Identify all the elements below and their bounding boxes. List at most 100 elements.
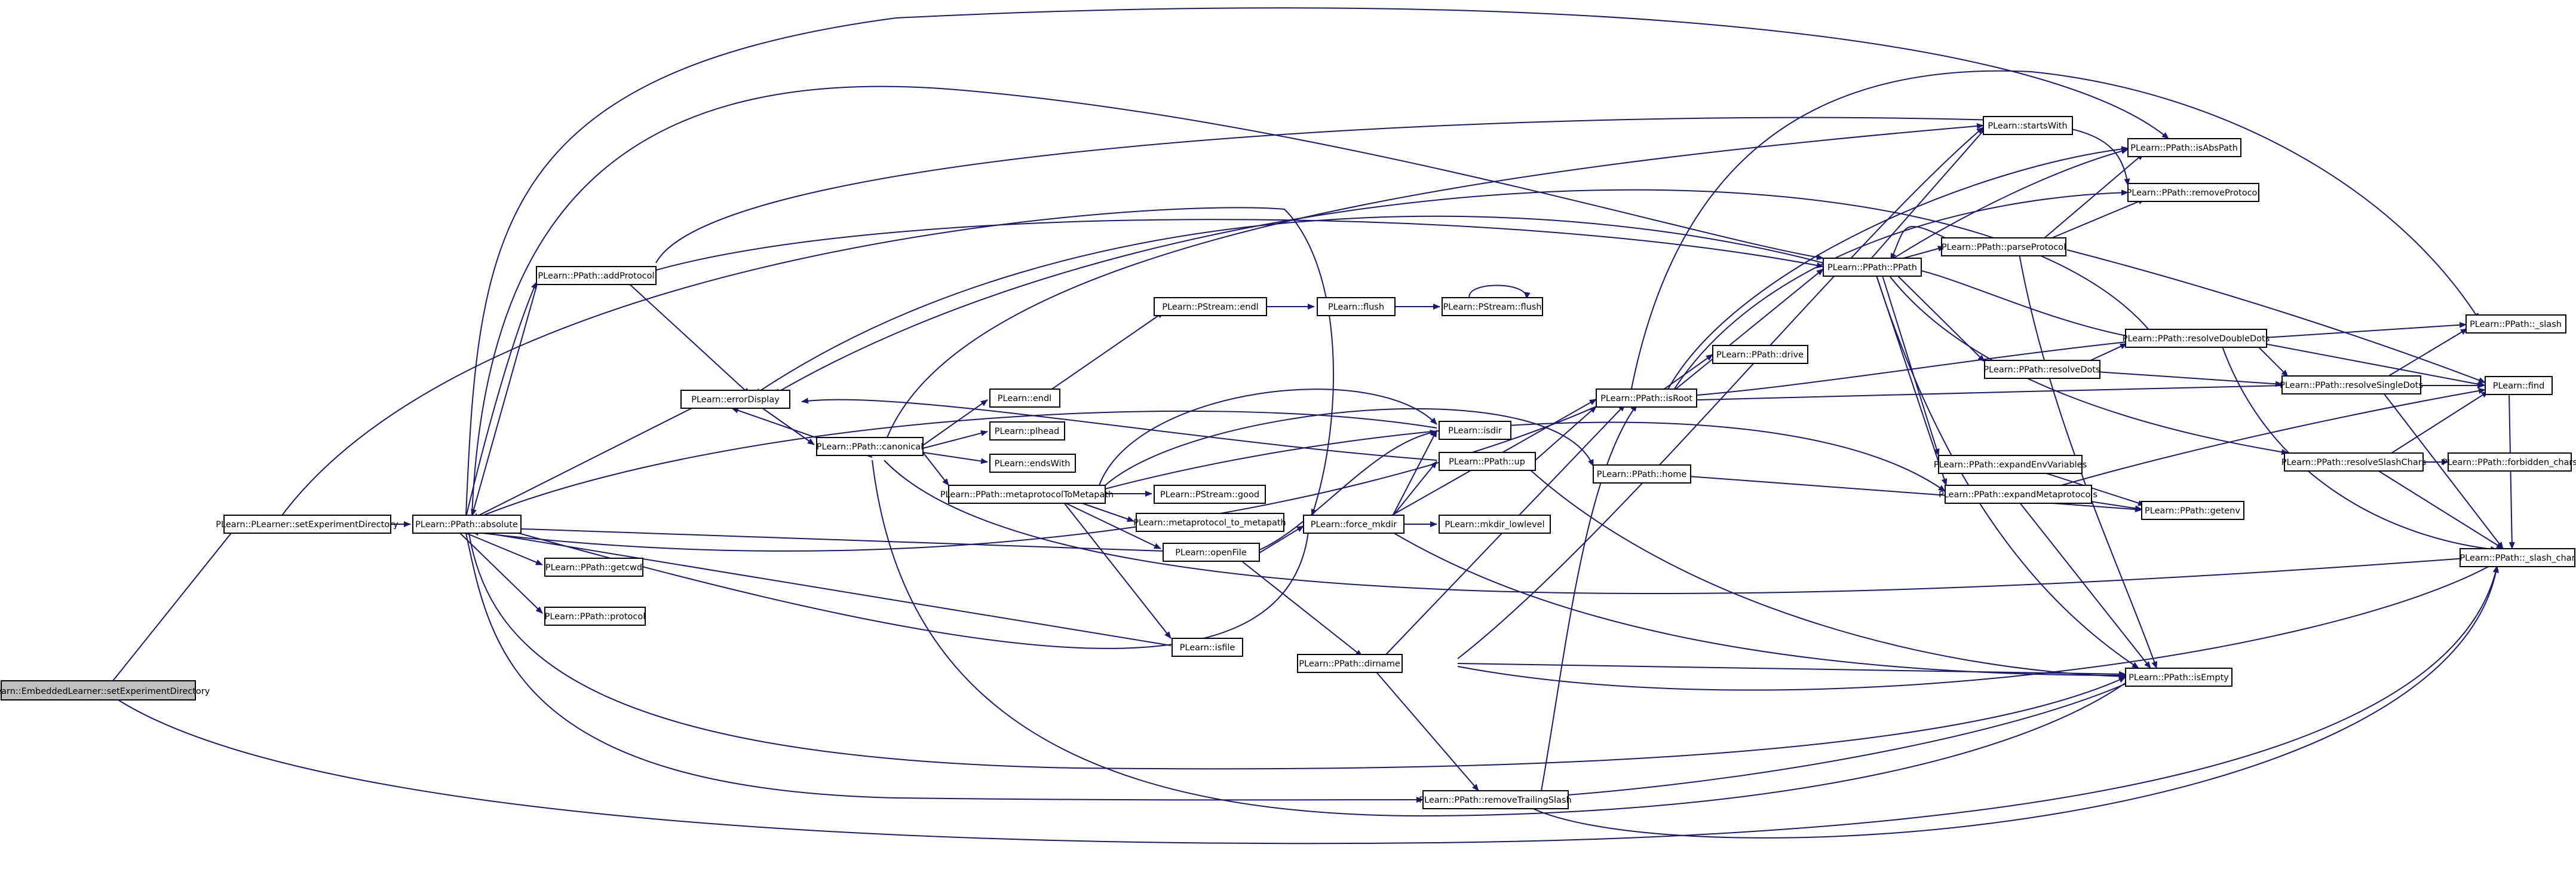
node-pstream-good[interactable]: PLearn::PStream::good <box>1154 485 1266 504</box>
node-ppath-resolveslashchars[interactable]: PLearn::PPath::resolveSlashChars <box>2281 452 2427 472</box>
svg-text:PLearn::metaprotocol_to_metapa: PLearn::metaprotocol_to_metapath <box>1133 518 1286 528</box>
svg-text:PLearn::PPath::dirname: PLearn::PPath::dirname <box>1299 659 1400 669</box>
node-find[interactable]: PLearn::find <box>2485 376 2553 395</box>
node-ppath-forbidden-chars[interactable]: PLearn::PPath::forbidden_chars <box>2442 452 2576 472</box>
edge-resolvedoubledots-to-ppath <box>1899 264 2127 337</box>
edge-canonical-to-plhead <box>922 430 988 449</box>
node-errordisplay[interactable]: PLearn::errorDisplay <box>680 390 790 409</box>
node-endl[interactable]: PLearn::endl <box>989 389 1060 408</box>
node-flush[interactable]: PLearn::flush <box>1317 297 1396 316</box>
node-mkdir-lowlevel[interactable]: PLearn::mkdir_lowlevel <box>1439 515 1551 534</box>
node-ppath-ppath[interactable]: PLearn::PPath::PPath <box>1823 258 1922 277</box>
svg-text:PLearn::plhead: PLearn::plhead <box>995 427 1059 436</box>
edge-setexp-to-force-mkdir <box>280 207 1335 518</box>
node-ppath-removeprotocol[interactable]: PLearn::PPath::removeProtocol <box>2127 183 2260 202</box>
edge-ppath-to-errordisplay <box>754 215 1824 395</box>
edge-parseprotocol-to-find <box>2066 249 2486 383</box>
edge-ppath-to-expandenv <box>1881 273 1940 456</box>
node-ppath-slash[interactable]: PLearn::PPath::_slash <box>2465 314 2566 334</box>
edge-openfile-to-dirname <box>1242 561 1363 657</box>
node-ppath-absolute[interactable]: PLearn::PPath::absolute <box>412 515 522 534</box>
node-ppath-resolvesingledots[interactable]: PLearn::PPath::resolveSingleDots <box>2280 375 2423 394</box>
edge-metaprotocol-to-isdir <box>1099 389 1437 486</box>
node-isfile[interactable]: PLearn::isfile <box>1172 638 1243 657</box>
edge-resolvedoubledots-to-slash <box>2264 322 2467 338</box>
edge-isfile-to-absolute <box>471 528 1172 646</box>
node-ppath-getenv[interactable]: PLearn::PPath::getenv <box>2141 501 2244 520</box>
node-ppath-slash-char[interactable]: PLearn::PPath::_slash_char <box>2460 548 2575 567</box>
edge-resolvedoubledots-to-resolvesingledots <box>2258 346 2289 377</box>
edge-root-to-slash-char <box>113 565 2499 845</box>
edge-addprotocol-to-absolute <box>471 282 538 516</box>
node-ppath-removetrailingslash[interactable]: PLearn::PPath::removeTrailingSlash <box>1419 790 1572 809</box>
node-ppath-metaprotocoltometapath[interactable]: PLearn::PPath::metaprotocolToMetapath <box>940 485 1114 504</box>
svg-text:PLearn::PPath::drive: PLearn::PPath::drive <box>1716 350 1804 360</box>
node-endswith[interactable]: PLearn::endsWith <box>989 454 1076 473</box>
node-ppath-isempty[interactable]: PLearn::PPath::isEmpty <box>2125 668 2232 687</box>
svg-text:PLearn::PPath::isEmpty: PLearn::PPath::isEmpty <box>2129 673 2229 683</box>
edge-openfile-to-absolute <box>471 524 1166 552</box>
svg-text:PLearn::startsWith: PLearn::startsWith <box>1988 121 2067 131</box>
svg-text:PLearn::PPath::resolveDots: PLearn::PPath::resolveDots <box>1983 365 2100 375</box>
edge-resolveslashchars-to-slash-char <box>2377 470 2504 549</box>
node-ppath-drive[interactable]: PLearn::PPath::drive <box>1712 345 1808 364</box>
node-plearner-setexperimentdirectory[interactable]: PLearn::PLearner::setExperimentDirectory <box>216 515 398 534</box>
node-startswith[interactable]: PLearn::startsWith <box>1983 116 2073 135</box>
edge-absolute-to-getcwd <box>465 533 543 565</box>
svg-text:PLearn::PPath::forbidden_chars: PLearn::PPath::forbidden_chars <box>2442 458 2576 467</box>
edge-ppath-to-isabspath <box>1890 148 2129 261</box>
edge-parseprotocol-to-removeprotocol <box>2048 198 2145 240</box>
node-ppath-addprotocol[interactable]: PLearn::PPath::addProtocol <box>536 266 657 285</box>
svg-text:PLearn::PStream::good: PLearn::PStream::good <box>1160 490 1259 500</box>
edge-addprotocol-to-ppath <box>655 219 1824 271</box>
node-ppath-up[interactable]: PLearn::PPath::up <box>1439 452 1536 471</box>
svg-text:PLearn::EmbeddedLearner::setEx: PLearn::EmbeddedLearner::setExperimentDi… <box>0 687 210 696</box>
svg-text:PLearn::errorDisplay: PLearn::errorDisplay <box>691 395 780 405</box>
function-nodes: PLearn::EmbeddedLearner::setExperimentDi… <box>0 116 2576 809</box>
node-ppath-resolvedots[interactable]: PLearn::PPath::resolveDots <box>1983 360 2100 379</box>
edge-expandmeta-to-isempty <box>2019 501 2151 669</box>
svg-text:PLearn::PPath::metaprotocolToM: PLearn::PPath::metaprotocolToMetapath <box>940 490 1114 500</box>
node-plhead[interactable]: PLearn::plhead <box>989 421 1065 440</box>
svg-text:PLearn::PPath::canonical: PLearn::PPath::canonical <box>817 442 923 452</box>
node-openfile[interactable]: PLearn::openFile <box>1163 543 1260 562</box>
node-isdir[interactable]: PLearn::isdir <box>1439 421 1511 440</box>
edge-canonical-to-isempty <box>872 460 2133 817</box>
edge-ppath-to-isempty <box>1875 273 2139 669</box>
edge-isroot-to-removeprotocol <box>1672 189 2129 392</box>
edge-absolute-to-addprotocol <box>465 282 537 518</box>
edge-removetrailingslash-to-slash-char <box>1529 565 2499 839</box>
edge-isroot-to-isabspath <box>1666 146 2129 392</box>
node-ppath-dirname[interactable]: PLearn::PPath::dirname <box>1297 654 1403 673</box>
edge-endl-to-pstream-endl <box>1048 311 1164 392</box>
node-force-mkdir[interactable]: PLearn::force_mkdir <box>1303 515 1404 534</box>
svg-text:PLearn::PPath::absolute: PLearn::PPath::absolute <box>415 520 518 530</box>
node-ppath-canonical[interactable]: PLearn::PPath::canonical <box>816 437 924 456</box>
svg-text:PLearn::PPath::expandEnvVariab: PLearn::PPath::expandEnvVariables <box>1934 460 2087 470</box>
edge-resolvedoubledots-to-isroot <box>1675 341 2127 400</box>
edge-force-mkdir-to-isdir <box>1391 430 1437 518</box>
node-metaprotocol-to-metapath[interactable]: PLearn::metaprotocol_to_metapath <box>1133 513 1286 532</box>
node-ppath-parseprotocol[interactable]: PLearn::PPath::parseProtocol <box>1941 237 2066 256</box>
node-ppath-isabspath[interactable]: PLearn::PPath::isAbsPath <box>2127 138 2241 157</box>
edge-resolvesingledots-to-slash-char <box>2383 393 2504 549</box>
node-ppath-resolvedoubledots[interactable]: PLearn::PPath::resolveDoubleDots <box>2123 329 2270 348</box>
node-ppath-getcwd[interactable]: PLearn::PPath::getcwd <box>544 558 643 577</box>
edge-root-to-setexp <box>110 527 237 684</box>
node-ppath-protocol[interactable]: PLearn::PPath::protocol <box>544 607 646 626</box>
node-pstream-flush[interactable]: PLearn::PStream::flush <box>1442 297 1543 316</box>
edge-parseprotocol-to-isabspath <box>2043 153 2144 240</box>
node-ppath-expandenvvariables[interactable]: PLearn::PPath::expandEnvVariables <box>1934 455 2087 474</box>
node-ppath-isroot[interactable]: PLearn::PPath::isRoot <box>1596 389 1697 408</box>
node-embeddedlearner-setexperimentdirectory[interactable]: PLearn::EmbeddedLearner::setExperimentDi… <box>0 680 210 700</box>
svg-text:PLearn::PPath::up: PLearn::PPath::up <box>1449 457 1525 467</box>
edge-errordisplay-to-canonical <box>761 407 815 445</box>
node-pstream-endl[interactable]: PLearn::PStream::endl <box>1154 297 1267 316</box>
edge-canonical-to-endswith <box>922 452 988 464</box>
svg-text:PLearn::PPath::removeProtocol: PLearn::PPath::removeProtocol <box>2127 188 2260 198</box>
edge-dirname-to-removetrailingslash <box>1373 669 1479 791</box>
svg-text:PLearn::PPath::getenv: PLearn::PPath::getenv <box>2145 506 2240 516</box>
edge-canonical-to-endl <box>922 399 988 446</box>
node-ppath-expandmetaprotocols[interactable]: PLearn::PPath::expandMetaprotocols <box>1939 485 2097 504</box>
node-ppath-home[interactable]: PLearn::PPath::home <box>1593 464 1691 484</box>
